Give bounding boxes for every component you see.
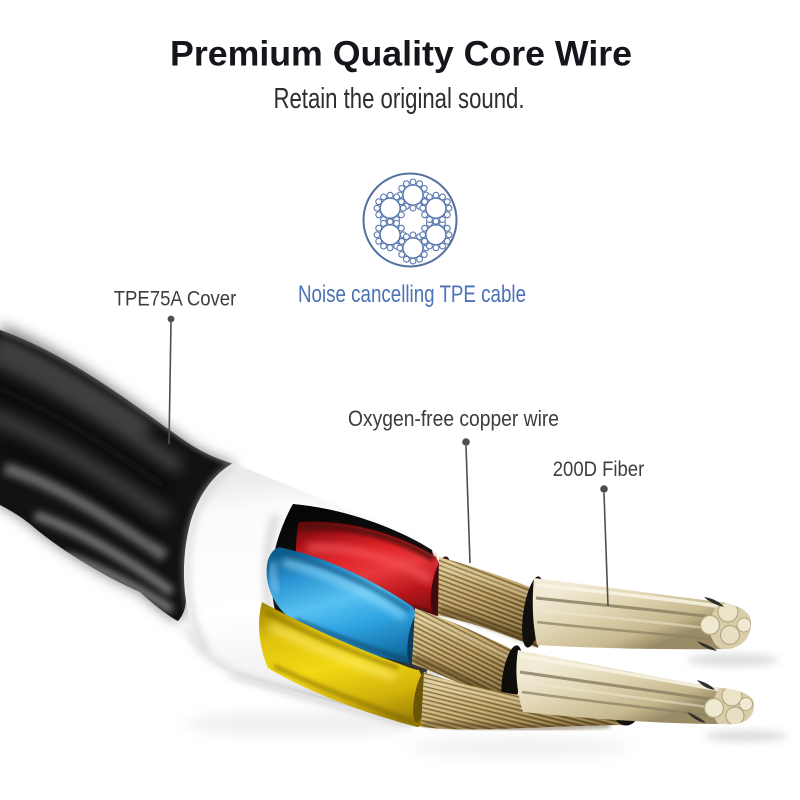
svg-text:TPE75A Cover: TPE75A Cover [114, 287, 237, 311]
svg-text:Noise cancelling TPE cable: Noise cancelling TPE cable [298, 281, 526, 308]
svg-text:Retain the original sound.: Retain the original sound. [274, 83, 525, 115]
svg-text:Oxygen-free copper wire: Oxygen-free copper wire [348, 406, 559, 431]
svg-text:200D Fiber: 200D Fiber [553, 457, 645, 481]
svg-text:Premium Quality Core Wire: Premium Quality Core Wire [170, 34, 632, 74]
